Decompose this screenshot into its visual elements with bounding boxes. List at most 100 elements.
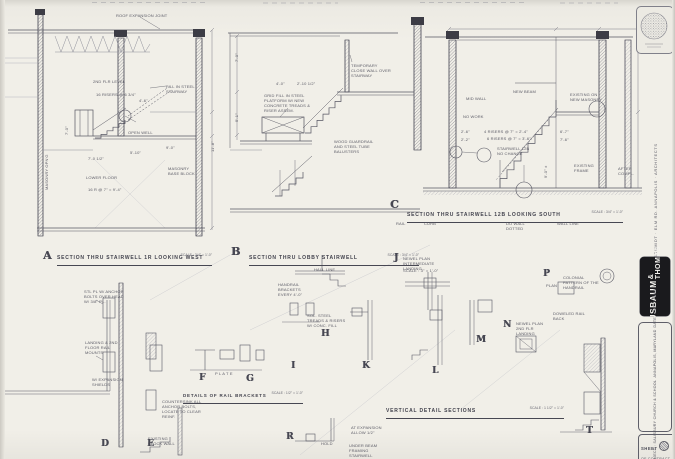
annotation-label: NEWEL PLAN (403, 256, 431, 261)
detail-marker-k: K (362, 361, 370, 371)
annotation-label: W/ EXPANSION SHIELDS (92, 377, 123, 387)
annotation-label: LANDING & 2ND FLOOR RAIL MOUNTS (85, 340, 118, 355)
section-c-title-text: SECTION THRU STAIRWELL 12B LOOKING SOUTH (407, 212, 561, 218)
annotation-label: DO WALL DOTTED (506, 221, 525, 231)
detail-marker-b: B (231, 245, 241, 258)
sheet-trim-marks (92, 2, 618, 4)
seal-texture (640, 12, 668, 48)
detail-marker-d: D (101, 439, 109, 449)
annotation-label: 2'-10 1/2" (297, 81, 316, 86)
annotation-label: 7'-6" (560, 137, 569, 142)
sheet-of-label: OF CONTRACT (641, 457, 671, 459)
annotation-label: STAIRWELL 12B NO CHANGE (497, 146, 530, 156)
annotation-label: 2ND FLR LANDING (516, 326, 535, 336)
annotation-label: 6 RISERS @ 7" = 3'-6" (487, 136, 531, 141)
vertical-details-scale: SCALE : 1 1/2" = 1'-0" (529, 406, 564, 410)
annotation-label: 9'-0" (166, 145, 175, 150)
annotation-label: WALL LINE (557, 221, 579, 226)
annotation-label: 4'-0" (276, 81, 285, 86)
annotation-label: FILL IN STEEL STAIRWAY (166, 84, 195, 94)
section-a-title-text: SECTION THRU STAIRWELL 1R LOOKING WEST (57, 255, 204, 261)
detail-marker-r: R (286, 432, 294, 442)
annotation-label: 4'-6" (139, 98, 148, 103)
annotation-label: AFTER COMPL. (618, 166, 635, 176)
annotation-label: HOLD (321, 441, 333, 446)
sheet-number-box: SHEET OF CONTRACT (638, 434, 675, 459)
annotation-label: DOWELED RAIL BACK (553, 311, 585, 321)
sheet-number-scribble (659, 440, 670, 451)
annotation-label: AT EXPANSION ALLOW 1/2" (351, 425, 382, 435)
section-b-title-text: SECTION THRU LOBBY STAIRWELL (249, 255, 358, 261)
vertical-details-title-text: VERTICAL DETAIL SECTIONS (386, 408, 477, 414)
project-info-box: PROJECT : SALISBURY CHURCH & SCHOOL ANNA… (638, 288, 672, 459)
rail-details-scale: SCALE : 1/2" = 1'-0" (271, 391, 303, 395)
detail-marker-p: P (543, 269, 550, 279)
annotation-label: SOL. STEEL TREADS & RISERS W/ CONC. FILL (307, 313, 346, 328)
firm-line2: & THOMAS (648, 245, 662, 280)
annotation-label: 5'-10" (130, 150, 142, 155)
annotation-label: HANDRAIL BRACKETS EVERY 4'-0" (278, 282, 303, 297)
annotation-label: UNDER BEAM FRAMING STAIRWELL (349, 443, 378, 458)
annotation-label: 2ND FLR LEVEL (93, 79, 126, 84)
annotation-label: NEWEL PLAN (516, 321, 544, 326)
annotation-label: 2'-6" (461, 129, 470, 134)
section-c-scale: SCALE : 3/4" = 1'-0" (591, 210, 623, 214)
section-a-scale: SCALE : 3/4" = 1'-0" (180, 253, 212, 257)
project-location: ANNAPOLIS, MARYLAND (653, 328, 657, 378)
annotation-label: EXISTING BLOCK WALL (148, 436, 175, 446)
annotation-label: OPEN WELL (128, 130, 153, 135)
annotation-label: CURB (424, 221, 436, 226)
annotation-label: COUNTERSINK ALL ANCHOR BOLTS, LOCATE TO … (162, 399, 202, 419)
detail-marker-t: T (586, 426, 593, 436)
detail-marker-m: M (476, 335, 486, 345)
annotation-label: ROOF EXPANSION JOINT (116, 13, 168, 18)
detail-marker-i: I (291, 361, 296, 371)
annotation-label: STL PL W/ ANCHOR BOLTS OVER HEAD W/ 3/8"… (84, 289, 124, 304)
annotation-label: P L A T E (215, 371, 233, 376)
annotation-label: WOOD GUARDRAIL AND STEEL TUBE BALUSTERS (334, 139, 374, 154)
annotation-label: INTERMEDIATE LANDING (403, 261, 435, 271)
annotation-label: 16 R @ 7" = 9'-4" (88, 187, 122, 192)
annotation-label: TEMPORARY CLOSE WALL OVER STAIRWAY (351, 63, 391, 78)
annotation-label: RAIL (396, 221, 406, 226)
annotation-label: NEW BEAM (513, 89, 536, 94)
section-a-title: SECTION THRU STAIRWELL 1R LOOKING WEST S… (57, 246, 212, 266)
annotation-label: NO WORK (463, 114, 484, 119)
detail-marker-l: L (432, 366, 439, 376)
project-date: DATE : OCT. 7, 1964 (653, 287, 657, 327)
vertical-details-title: VERTICAL DETAIL SECTIONS SCALE : 1 1/2" … (386, 399, 564, 419)
architects-address-line: SCHMIDT · ELM RD. ANNAPOLIS · ARCHITECTS (653, 143, 658, 258)
rail-details-title: DETAILS OF RAIL BRACKETS SCALE : 1/2" = … (183, 384, 303, 404)
annotation-label: 16 RISERS @ 6 3/4" (96, 92, 136, 97)
annotation-label: PLAN (546, 283, 558, 288)
sheet-label: SHEET (641, 446, 658, 451)
annotation-label: EXISTING FRAME (574, 163, 594, 173)
section-c-title: SECTION THRU STAIRWELL 12B LOOKING SOUTH… (407, 203, 623, 223)
annotation-label: 2'-2" (461, 137, 470, 142)
annotation-label: SCALE : 3" = 1'-0" (403, 268, 439, 273)
annotation-label: MID WALL (466, 96, 487, 101)
detail-marker-n: N (503, 320, 512, 330)
detail-sections-art (5, 255, 615, 456)
annotation-label: LOWER FLOOR (86, 175, 118, 180)
detail-marker-e: E (147, 439, 154, 449)
rail-details-title-text: DETAILS OF RAIL BRACKETS (183, 393, 267, 398)
construction-lines (94, 159, 561, 456)
architect-seal-stamp (636, 6, 674, 54)
annotation-label: 7'-0 1/2" (88, 156, 104, 161)
detail-marker-a: A (43, 249, 52, 262)
detail-marker-j: J (394, 253, 399, 263)
section-b-art (228, 17, 424, 213)
annotation-label: GRID FILL IN STEEL PLATFORM W/ NEW CONCR… (264, 93, 311, 113)
annotation-label: 6'-7" (560, 129, 569, 134)
section-c-art (423, 26, 643, 199)
detail-marker-c: C (390, 198, 399, 211)
annotation-label: EXISTING ON NEW MASONRY (570, 92, 603, 102)
section-b-title: SECTION THRU LOBBY STAIRWELL SCALE : 3/4… (249, 246, 419, 266)
detail-marker-f: F (199, 373, 206, 383)
section-b-scale: SCALE : 3/4" = 1'-0" (387, 253, 419, 257)
